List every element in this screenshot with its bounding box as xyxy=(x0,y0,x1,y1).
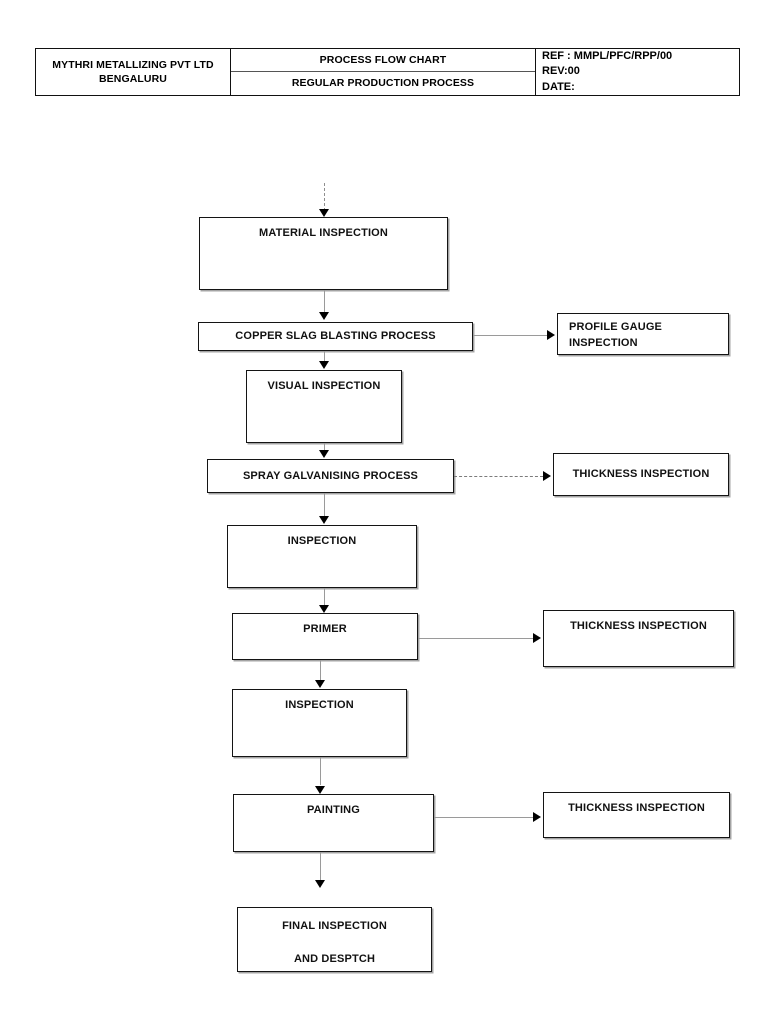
edge-primer-to-inspection-2 xyxy=(320,660,321,680)
edge-copper-slag-to-visual-inspection xyxy=(324,351,325,363)
node-label: PRIMER xyxy=(303,623,347,635)
doc-rev: REV:00 xyxy=(542,65,580,78)
edge-painting-to-final-inspection xyxy=(320,852,321,882)
node-label-line1: PROFILE GAUGE xyxy=(569,321,663,333)
edge-start-to-material-inspection xyxy=(324,183,325,211)
node-inspection-1[interactable]: INSPECTION xyxy=(227,525,417,588)
node-label: THICKNESS INSPECTION xyxy=(572,468,710,481)
node-label: THICKNESS INSPECTION xyxy=(570,620,707,632)
edge-inspection-1-to-primer xyxy=(324,588,325,608)
doc-title-row: PROCESS FLOW CHART xyxy=(231,49,535,72)
edge-visual-inspection-to-spray-galvanising xyxy=(324,443,325,453)
arrowhead-material-to-copper-slag xyxy=(319,312,329,320)
title-block-ref-cell: REF : MMPL/PFC/RPP/00 REV:00 DATE: xyxy=(536,49,739,95)
doc-ref: REF : MMPL/PFC/RPP/00 xyxy=(542,49,673,62)
arrowhead-primer-to-inspection-2 xyxy=(315,680,325,688)
arrowhead-primer-to-thickness-inspection xyxy=(533,633,541,643)
edge-inspection-2-to-painting xyxy=(320,757,321,785)
arrowhead-visual-inspection-to-spray-galvanising xyxy=(319,450,329,458)
node-inspection-2[interactable]: INSPECTION xyxy=(232,689,407,757)
node-label: INSPECTION xyxy=(287,535,357,547)
arrowhead-inspection-2-to-painting xyxy=(315,786,325,794)
edge-copper-slag-to-profile-gauge xyxy=(473,335,549,336)
node-label-line2: AND DESPTCH xyxy=(293,953,376,966)
node-profile-gauge-inspection[interactable]: PROFILE GAUGE INSPECTION xyxy=(557,313,729,355)
arrowhead-painting-to-thickness-inspection xyxy=(533,812,541,822)
node-label: INSPECTION xyxy=(285,699,354,711)
node-label: PAINTING xyxy=(307,804,360,816)
node-final-inspection-and-despatch[interactable]: FINAL INSPECTION AND DESPTCH xyxy=(237,907,432,972)
company-name-line2: BENGALURU xyxy=(99,73,167,85)
edge-material-to-copper-slag xyxy=(324,290,325,313)
node-visual-inspection[interactable]: VISUAL INSPECTION xyxy=(246,370,402,443)
edge-painting-to-thickness-inspection xyxy=(434,817,533,818)
node-thickness-inspection-painting[interactable]: THICKNESS INSPECTION xyxy=(543,792,730,838)
arrowhead-inspection-1-to-primer xyxy=(319,605,329,613)
title-block-title-cell: PROCESS FLOW CHART REGULAR PRODUCTION PR… xyxy=(231,49,536,95)
node-material-inspection[interactable]: MATERIAL INSPECTION xyxy=(199,217,448,290)
arrowhead-copper-slag-to-profile-gauge xyxy=(547,330,555,340)
edge-spray-galvanising-to-inspection-1 xyxy=(324,493,325,518)
arrowhead-copper-slag-to-visual-inspection xyxy=(319,361,329,369)
edge-spray-galvanising-to-thickness-inspection xyxy=(454,476,543,477)
doc-title: PROCESS FLOW CHART xyxy=(319,53,447,66)
node-painting[interactable]: PAINTING xyxy=(233,794,434,852)
title-block: MYTHRI METALLIZING PVT LTD BENGALURU PRO… xyxy=(35,48,740,96)
node-label-line1: FINAL INSPECTION xyxy=(282,920,387,932)
node-label: THICKNESS INSPECTION xyxy=(568,802,705,814)
arrowhead-painting-to-final-inspection xyxy=(315,880,325,888)
edge-primer-to-thickness-inspection xyxy=(418,638,533,639)
doc-subtitle-row: REGULAR PRODUCTION PROCESS xyxy=(231,72,535,95)
node-spray-galvanising-process[interactable]: SPRAY GALVANISING PROCESS xyxy=(207,459,454,493)
node-label: SPRAY GALVANISING PROCESS xyxy=(242,469,419,482)
arrowhead-spray-galvanising-to-thickness-inspection xyxy=(543,471,551,481)
doc-subtitle: REGULAR PRODUCTION PROCESS xyxy=(291,77,475,90)
node-thickness-inspection-primer[interactable]: THICKNESS INSPECTION xyxy=(543,610,734,667)
doc-date: DATE: xyxy=(542,80,575,93)
node-label-line2: INSPECTION xyxy=(569,337,638,350)
company-name-line1: MYTHRI METALLIZING PVT LTD xyxy=(52,58,214,71)
node-primer[interactable]: PRIMER xyxy=(232,613,418,660)
title-block-company-cell: MYTHRI METALLIZING PVT LTD BENGALURU xyxy=(36,49,231,95)
node-copper-slag-blasting-process[interactable]: COPPER SLAG BLASTING PROCESS xyxy=(198,322,473,351)
node-label: COPPER SLAG BLASTING PROCESS xyxy=(235,330,436,343)
node-label: MATERIAL INSPECTION xyxy=(259,227,388,239)
arrowhead-spray-galvanising-to-inspection-1 xyxy=(319,516,329,524)
node-label: VISUAL INSPECTION xyxy=(267,380,381,392)
arrowhead-start-to-material-inspection xyxy=(319,209,329,217)
node-thickness-inspection-galvanising[interactable]: THICKNESS INSPECTION xyxy=(553,453,729,496)
